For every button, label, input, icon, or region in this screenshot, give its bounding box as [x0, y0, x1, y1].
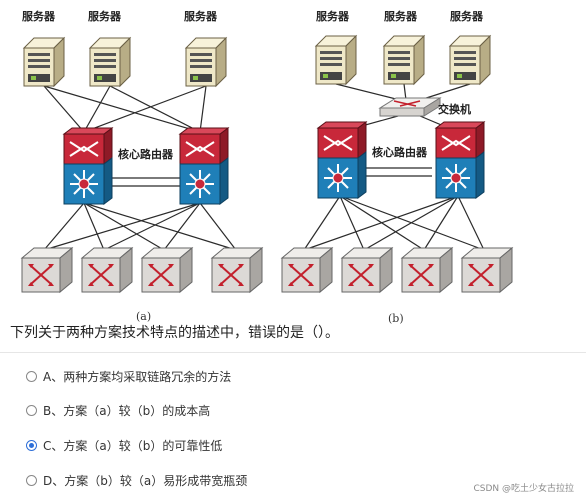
- server-icon-a2: [89, 37, 131, 87]
- server-icon-b1: [315, 35, 357, 85]
- option-b[interactable]: B、方案（a）较（b）的成本高: [26, 400, 210, 420]
- access-switch-icon-a2: [81, 247, 133, 293]
- server-label-b3: 服务器: [450, 9, 484, 23]
- option-a-label: A、两种方案均采取链路冗余的方法: [43, 369, 232, 384]
- caption-b: (b): [388, 312, 404, 325]
- server-label-b1: 服务器: [316, 9, 350, 23]
- option-c-radio[interactable]: [26, 439, 37, 451]
- option-d[interactable]: D、方案（b）较（a）易形成带宽瓶颈: [26, 470, 247, 490]
- server-label-a1: 服务器: [22, 9, 56, 23]
- access-switch-icon-b4: [461, 247, 513, 293]
- option-b-radio[interactable]: [26, 404, 37, 416]
- core-router-label-a: 核心路由器: [118, 147, 174, 161]
- access-switch-icon-a1: [21, 247, 73, 293]
- server-label-b2: 服务器: [384, 9, 418, 23]
- option-c[interactable]: C、方案（a）较（b）的可靠性低: [26, 435, 222, 455]
- question-text: 下列关于两种方案技术特点的描述中，错误的是（）。: [10, 325, 339, 341]
- server-icon-b2: [383, 35, 425, 85]
- switch-label-b: 交换机: [438, 102, 471, 116]
- server-icon-b3: [449, 35, 491, 85]
- server-icon-a3: [185, 37, 227, 87]
- option-c-label: C、方案（a）较（b）的可靠性低: [43, 438, 223, 453]
- option-d-radio[interactable]: [26, 474, 37, 486]
- option-b-label: B、方案（a）较（b）的成本高: [43, 403, 211, 418]
- server-label-a2: 服务器: [88, 9, 122, 23]
- access-switch-icon-a4: [211, 247, 263, 293]
- option-a[interactable]: A、两种方案均采取链路冗余的方法: [26, 366, 231, 386]
- access-switch-icon-b3: [401, 247, 453, 293]
- core-router-icon-b2: [435, 121, 485, 199]
- core-router-label-b: 核心路由器: [372, 145, 428, 159]
- server-icon-a1: [23, 37, 65, 87]
- diagram-a-links: [43, 85, 237, 251]
- watermark: CSDN @吃土少女古拉拉: [473, 484, 574, 494]
- access-switch-icon-b2: [341, 247, 393, 293]
- option-d-label: D、方案（b）较（a）易形成带宽瓶颈: [43, 473, 248, 488]
- core-router-icon-b1: [317, 121, 367, 199]
- network-diagram: 服务器 服务器 服务器 核心路由器 (a) 服务器 服务器 服务器 交换机 核心…: [21, 9, 513, 325]
- divider: [0, 352, 586, 353]
- diagram-b-links: [303, 83, 485, 251]
- core-router-icon-a1: [63, 127, 113, 205]
- server-label-a3: 服务器: [184, 9, 218, 23]
- access-switch-icon-b1: [281, 247, 333, 293]
- caption-a: (a): [136, 310, 151, 323]
- switch-icon-b: [379, 97, 441, 117]
- core-router-icon-a2: [179, 127, 229, 205]
- option-a-radio[interactable]: [26, 370, 37, 382]
- access-switch-icon-a3: [141, 247, 193, 293]
